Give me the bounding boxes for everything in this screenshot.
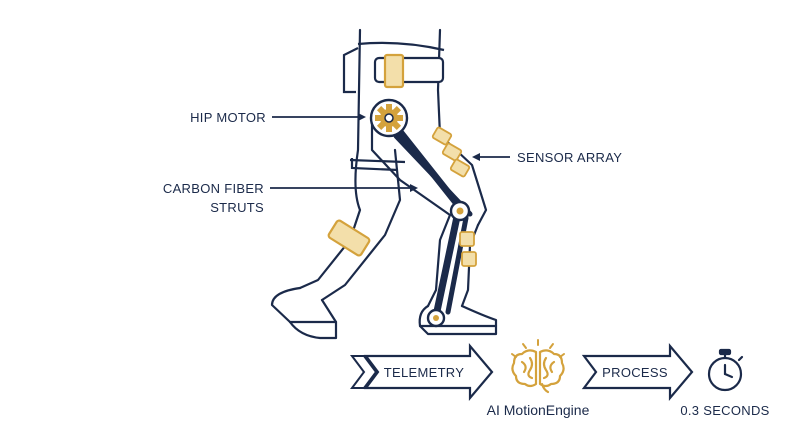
latency-label: 0.3 SECONDS: [680, 403, 770, 418]
telemetry-label: TELEMETRY: [383, 365, 465, 380]
process-label: PROCESS: [602, 365, 668, 380]
callout-lines: [270, 113, 510, 192]
carbon-fiber-label-line2: STRUTS: [210, 200, 264, 215]
knee-joint: [449, 200, 471, 222]
gear-icon: [369, 98, 409, 138]
sensor-array-pods: [431, 126, 477, 267]
ankle-joint: [426, 308, 446, 328]
leg-outline: [270, 28, 498, 340]
carbon-fiber-struts: [385, 114, 473, 320]
stopwatch-icon: [707, 348, 744, 392]
ai-engine-label: AI MotionEngine: [486, 402, 590, 418]
process-arrow: [581, 342, 694, 402]
sensor-array-label: SENSOR ARRAY: [517, 150, 623, 165]
telemetry-arrow: [350, 342, 494, 402]
hip-motor-label: HIP MOTOR: [190, 110, 266, 125]
carbon-fiber-label-line1: CARBON FIBER: [162, 181, 264, 196]
brain-icon: [511, 339, 565, 394]
hip-belt: [342, 41, 445, 172]
